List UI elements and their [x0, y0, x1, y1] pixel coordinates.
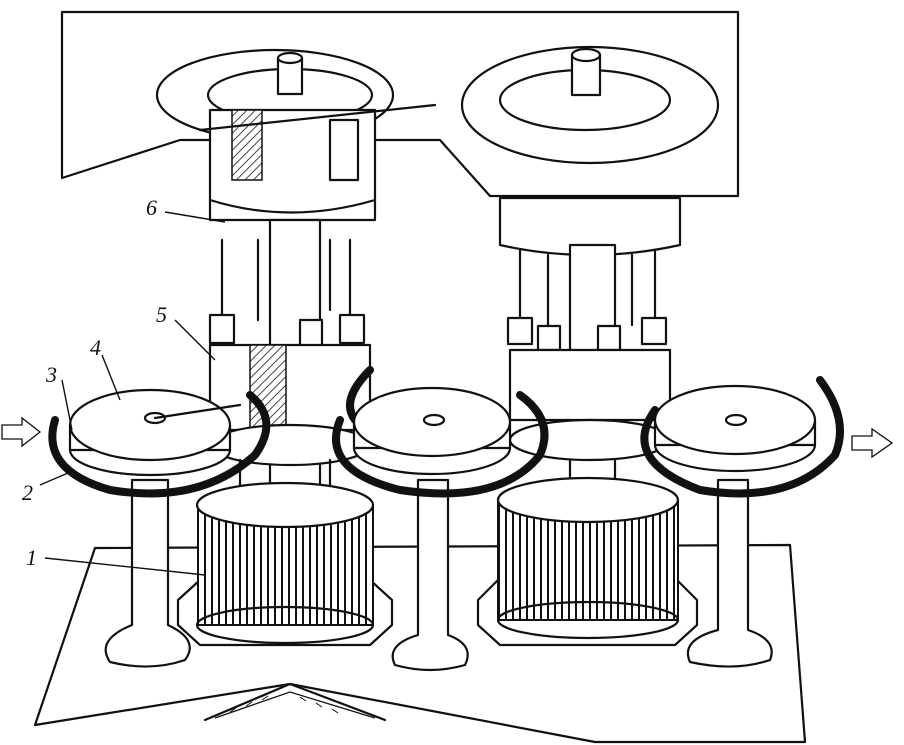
right-drum [476, 476, 699, 647]
out-arrow-icon [851, 427, 894, 459]
left-drum [176, 481, 394, 647]
callout-5: 5 [156, 302, 167, 327]
star-wheel-left [48, 388, 271, 498]
pedestal-middle [391, 478, 469, 672]
right-rotor-head [460, 45, 720, 257]
callout-3: 3 [45, 362, 57, 387]
pedestal-right [686, 478, 773, 668]
callout-leaders [39, 211, 226, 576]
callout-6: 6 [146, 195, 157, 220]
left-rotor-head [155, 48, 437, 222]
callout-2: 2 [22, 480, 33, 505]
callout-1: 1 [26, 545, 37, 570]
star-wheel-middle [332, 366, 549, 498]
callout-4: 4 [90, 335, 101, 360]
in-arrow-icon [1, 416, 42, 448]
star-wheel-right [640, 376, 844, 498]
pedestal-left [104, 478, 191, 668]
